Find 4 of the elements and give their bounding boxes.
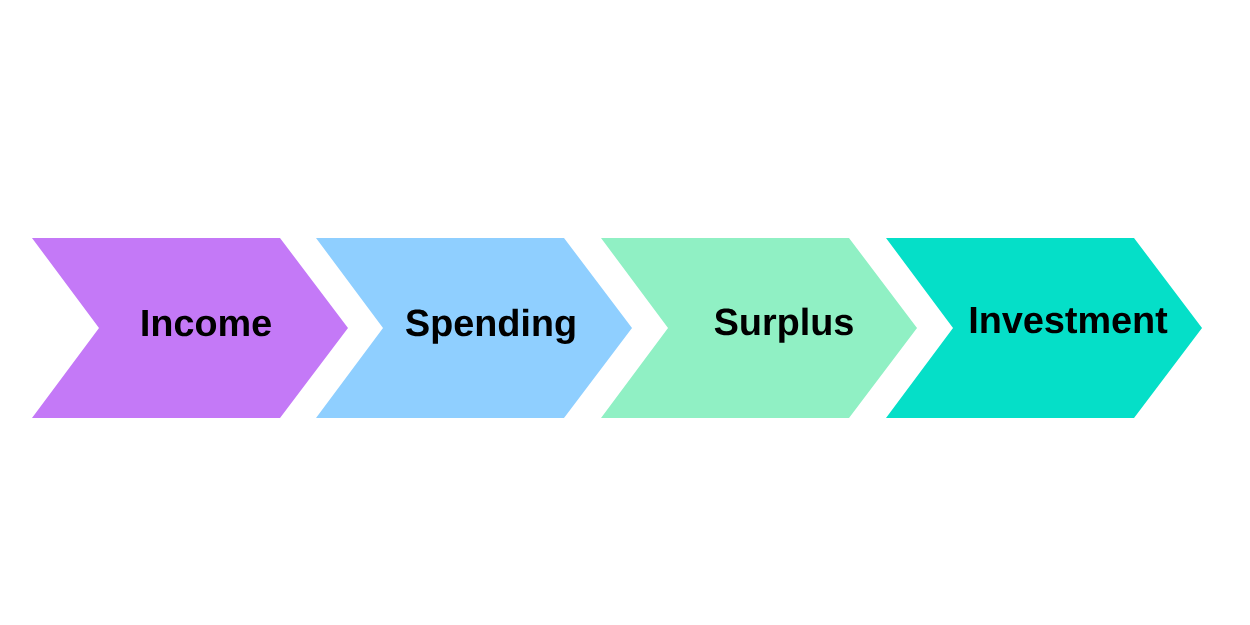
chevron-step: Income xyxy=(32,238,348,418)
chevron-step: Investment xyxy=(886,238,1202,418)
chevron-step: Surplus xyxy=(601,238,917,418)
chevron-step: Spending xyxy=(316,238,632,418)
